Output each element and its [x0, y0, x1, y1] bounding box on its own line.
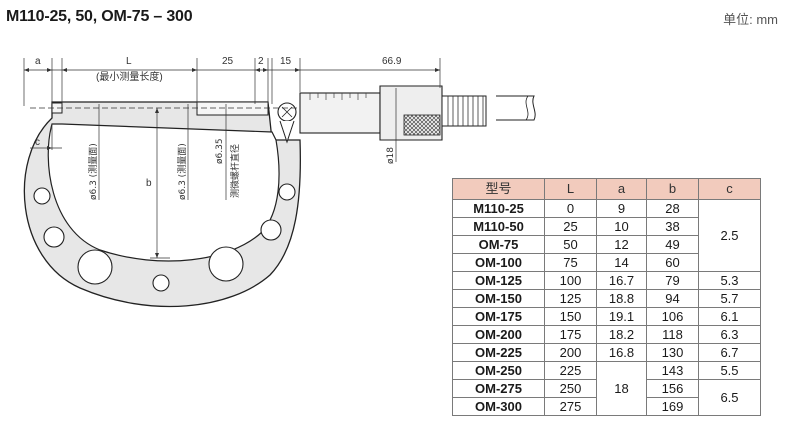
cell-L: 150: [544, 307, 597, 326]
dim-L-note: (最小测量长度): [96, 70, 163, 83]
cell-c: 6.7: [698, 343, 761, 362]
table-row: OM-300 275 169: [452, 397, 761, 416]
dim-a: a: [35, 56, 41, 67]
dim-phi-18: ø18: [386, 147, 396, 164]
cell-model: OM-275: [452, 379, 545, 398]
table-row: OM-150 125 18.8 94 5.7: [452, 289, 761, 308]
cell-a: 18.2: [596, 325, 647, 344]
dim-phi-6-35: ø6.35: [215, 138, 225, 164]
cell-model: M110-50: [452, 217, 545, 236]
cell-a: 18.8: [596, 289, 647, 308]
table-row: OM-125 100 16.7 79 5.3: [452, 271, 761, 290]
cell-b: 143: [646, 361, 699, 380]
header-L: L: [544, 178, 597, 200]
header-model: 型号: [452, 178, 545, 200]
cell-c: 6.3: [698, 325, 761, 344]
unit-label: 单位: mm: [723, 12, 778, 27]
cell-model: OM-300: [452, 397, 545, 416]
dim-c: c: [35, 137, 40, 148]
cell-c: 5.7: [698, 289, 761, 308]
dim-66-9: 66.9: [382, 56, 402, 67]
cell-a: 10: [596, 217, 647, 236]
cell-a: 16.7: [596, 271, 647, 290]
cell-L: 200: [544, 343, 597, 362]
table-row: OM-275 250 156 6.5: [452, 379, 761, 416]
cell-L: 250: [544, 379, 597, 398]
cell-L: 275: [544, 397, 597, 416]
cell-c-merged: 6.5: [698, 379, 761, 416]
cell-a: 19.1: [596, 307, 647, 326]
cell-b: 38: [646, 217, 699, 236]
cell-model: OM-125: [452, 271, 545, 290]
table-row: OM-175 150 19.1 106 6.1: [452, 307, 761, 326]
spindle-diameter-note: 测微螺杆直径: [229, 144, 241, 198]
header-a: a: [596, 178, 647, 200]
cell-a: 16.8: [596, 343, 647, 362]
cell-c: 5.3: [698, 271, 761, 290]
cell-model: OM-250: [452, 361, 545, 380]
cell-model: OM-75: [452, 235, 545, 254]
cell-c: 6.1: [698, 307, 761, 326]
table-row: OM-200 175 18.2 118 6.3: [452, 325, 761, 344]
table-row: OM-250 225 18 143 5.5: [452, 361, 761, 416]
frame-inner: [47, 123, 280, 262]
cell-L: 225: [544, 361, 597, 380]
dim-2: 2: [258, 56, 264, 67]
cell-c: 5.5: [698, 361, 761, 380]
cell-model: OM-225: [452, 343, 545, 362]
cell-b: 94: [646, 289, 699, 308]
cell-b: 49: [646, 235, 699, 254]
dim-phi-6-3-spindle: ø6.3 (测量面): [177, 143, 188, 200]
cell-L: 125: [544, 289, 597, 308]
table-row: M110-25 0 9 28 2.5: [452, 199, 761, 272]
frame-holes: [33, 183, 296, 292]
cell-L: 175: [544, 325, 597, 344]
ratchet: [441, 95, 487, 127]
cell-L: 100: [544, 271, 597, 290]
spec-table: 型号 L a b c M110-25 0 9 28 2.5 M110-50 25…: [452, 178, 761, 416]
cell-b: 28: [646, 199, 699, 218]
cell-b: 106: [646, 307, 699, 326]
cell-model: OM-150: [452, 289, 545, 308]
cell-b: 79: [646, 271, 699, 290]
table-row: OM-100 75 14 60: [452, 253, 761, 272]
cell-c-merged: 2.5: [698, 199, 761, 272]
cell-a: 9: [596, 199, 647, 218]
cell-b: 118: [646, 325, 699, 344]
header-b: b: [646, 178, 699, 200]
cell-model: OM-200: [452, 325, 545, 344]
cell-model: OM-100: [452, 253, 545, 272]
sleeve: [299, 92, 381, 134]
cell-a: 14: [596, 253, 647, 272]
dim-15: 15: [280, 56, 292, 67]
spindle: [196, 101, 269, 116]
spec-table-header: 型号 L a b c: [452, 178, 761, 200]
dim-phi-6-3-anvil: ø6.3 (测量面): [88, 143, 99, 200]
dim-b: b: [146, 178, 152, 189]
cell-b: 169: [646, 397, 699, 416]
header-c: c: [698, 178, 761, 200]
cell-L: 50: [544, 235, 597, 254]
dim-L: L: [126, 56, 132, 67]
cell-a: 12: [596, 235, 647, 254]
table-row: OM-225 200 16.8 130 6.7: [452, 343, 761, 362]
cell-model: OM-175: [452, 307, 545, 326]
cell-b: 156: [646, 379, 699, 398]
cell-model: M110-25: [452, 199, 545, 218]
page-title: M110-25, 50, OM-75 – 300: [6, 8, 193, 25]
cell-L: 75: [544, 253, 597, 272]
cell-a-merged: 18: [596, 361, 647, 416]
cell-b: 130: [646, 343, 699, 362]
dim-25: 25: [222, 56, 234, 67]
cell-L: 0: [544, 199, 597, 218]
table-row: M110-50 25 10 38: [452, 217, 761, 236]
cell-b: 60: [646, 253, 699, 272]
cell-L: 25: [544, 217, 597, 236]
